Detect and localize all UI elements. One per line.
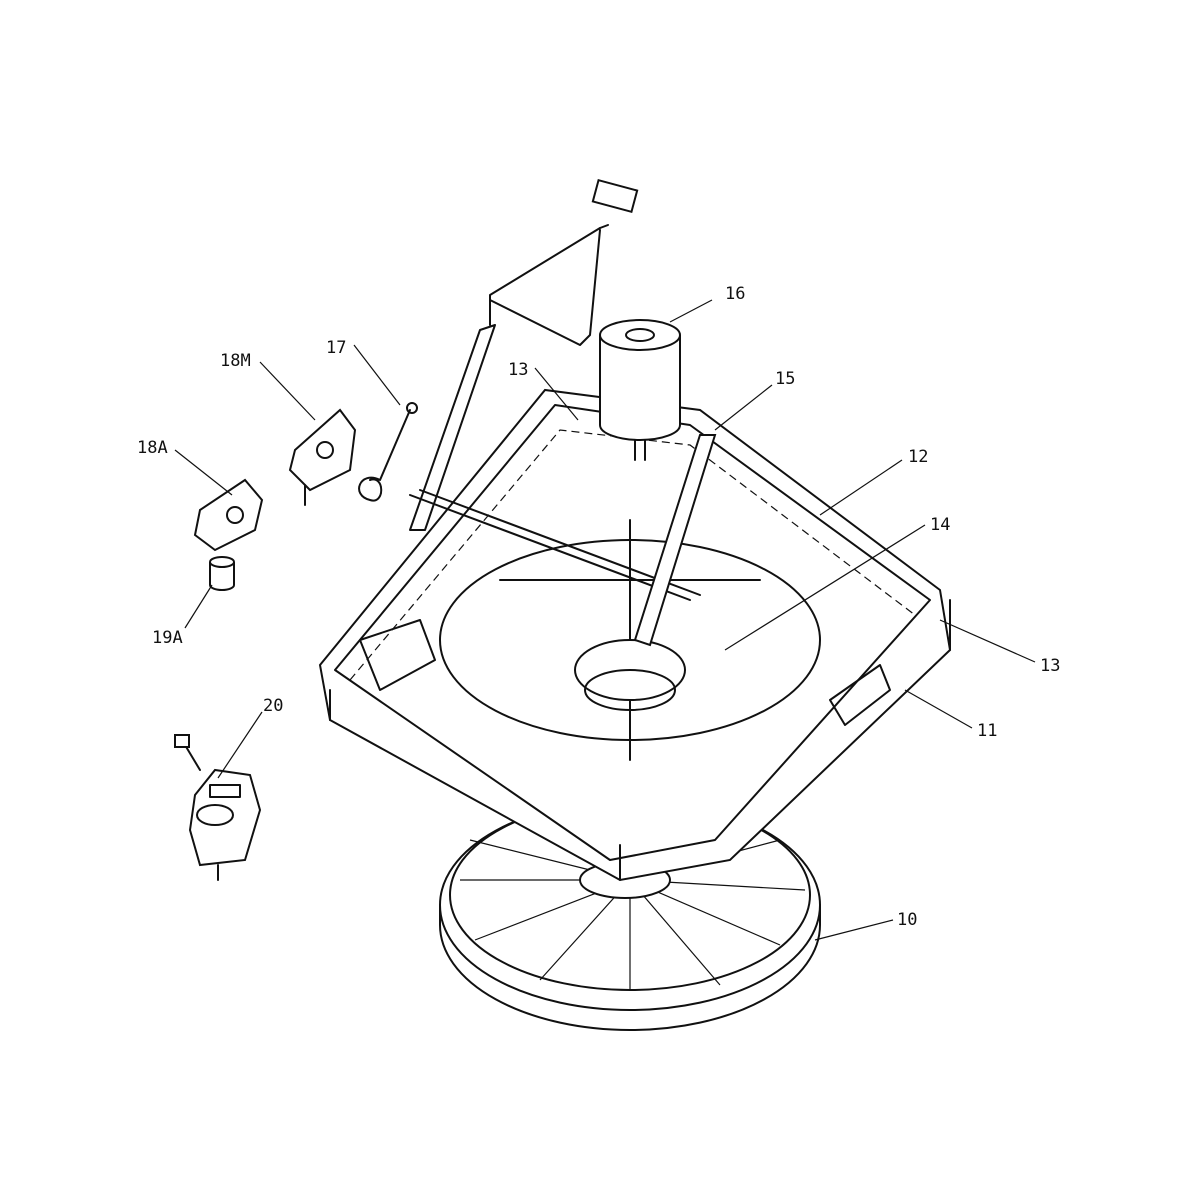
callout-18A: 18A [137, 438, 168, 458]
bracket-18A [193, 478, 264, 552]
callout-12: 12 [908, 447, 928, 467]
base-housing [318, 388, 952, 882]
crank-linkage [409, 178, 639, 531]
callout-19A: 19A [152, 628, 183, 648]
lift-arm [633, 434, 717, 647]
bushing-19A [209, 556, 235, 591]
gear-motor-20 [174, 734, 262, 881]
callout-10: 10 [897, 910, 917, 930]
callout-11: 11 [977, 721, 997, 741]
torsion-spring [358, 402, 418, 502]
callout-20: 20 [263, 696, 283, 716]
callout-14: 14 [930, 515, 950, 535]
motor [599, 319, 681, 461]
callout-16: 16 [725, 284, 745, 304]
bracket-18M [288, 408, 357, 506]
leader-lines [174, 299, 1036, 941]
callout-18M: 18M [220, 351, 251, 371]
callout-17: 17 [326, 338, 346, 358]
callout-13-right: 13 [1040, 656, 1060, 676]
callout-15: 15 [775, 369, 795, 389]
callout-13-top: 13 [508, 360, 528, 380]
